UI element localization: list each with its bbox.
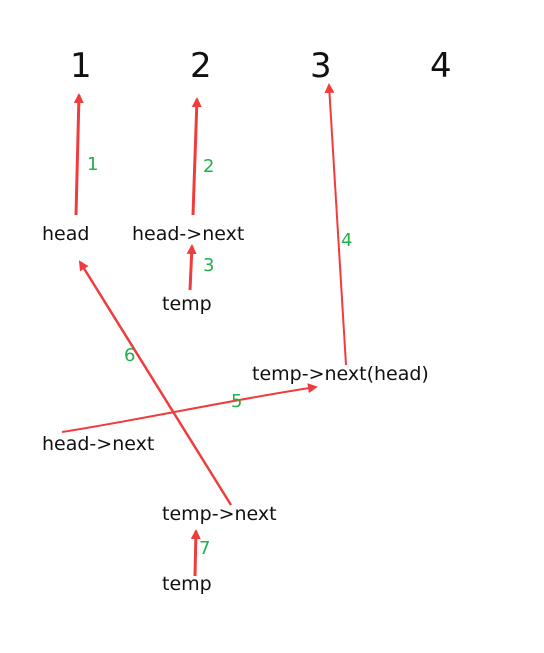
label-temp-bottom: temp <box>162 573 212 595</box>
node-2: 2 <box>190 46 212 86</box>
step-5: 5 <box>231 391 243 412</box>
label-temp-next-head: temp->next(head) <box>252 363 429 385</box>
step-2: 2 <box>203 156 215 177</box>
label-temp-next-bottom: temp->next <box>162 503 277 525</box>
label-head-next-top: head->next <box>132 223 245 245</box>
arrow-7 <box>190 529 201 577</box>
arrow-2 <box>191 97 202 216</box>
arrow-1 <box>73 93 84 216</box>
label-temp-top: temp <box>162 293 212 315</box>
step-4: 4 <box>341 230 353 251</box>
label-head: head <box>42 223 90 245</box>
step-3: 3 <box>203 255 215 276</box>
node-4: 4 <box>430 46 452 86</box>
step-1: 1 <box>87 154 99 175</box>
node-1: 1 <box>70 46 92 86</box>
arrow-6 <box>78 260 233 506</box>
step-7: 7 <box>199 538 211 559</box>
node-3: 3 <box>310 46 332 86</box>
step-6: 6 <box>124 345 136 366</box>
arrow-4 <box>324 83 347 366</box>
label-head-next-mid: head->next <box>42 433 155 455</box>
arrow-3 <box>186 244 197 291</box>
arrow-5 <box>61 383 318 433</box>
